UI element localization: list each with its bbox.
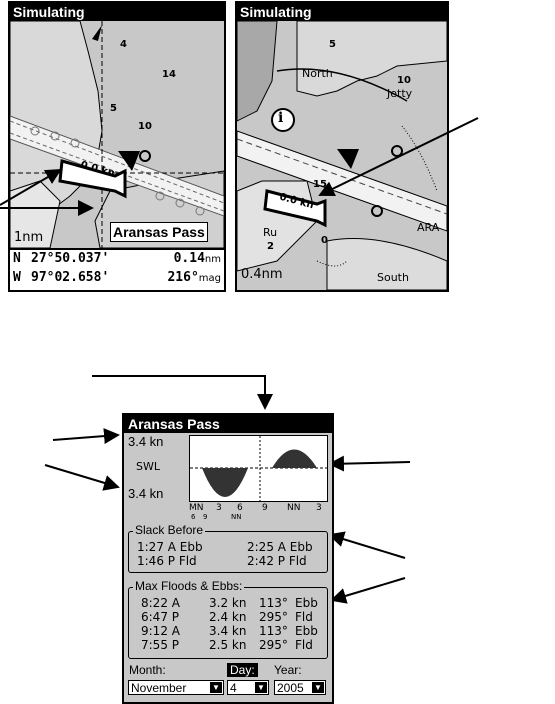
max-speed: 2.4 kn [209,610,247,624]
slack-row-1-left: 1:27 A Ebb [137,540,203,554]
tide-graph [189,435,328,502]
slack-row-2-right: 2:42 P Fld [247,554,307,568]
longitude-value: 97°02.658' [31,270,110,285]
label-ru: Ru [263,226,278,239]
max-time: 6:47 P [141,610,179,624]
day-value: 4 [230,681,237,695]
month-select[interactable]: November ▼ [128,680,224,695]
max-degrees: 113° [259,624,288,638]
right-map-depth-1: 5 [329,39,336,50]
left-map-screen: Simulating [8,1,226,292]
tick-nn: NN [287,503,301,513]
max-speed: 2.5 kn [209,638,247,652]
left-title-bar: Simulating [10,3,224,21]
left-position-readout: N 27°50.037' 0.14nm W 97°02.658' 216°mag [10,248,224,290]
time-axis: MN 3 6 9 NN 3 6 9 NN [189,503,329,525]
max-title: Max Floods & Ebbs: [133,579,245,593]
slack-row-1-right: 2:25 A Ebb [247,540,313,554]
lon-prefix: W [13,270,21,285]
year-select[interactable]: 2005 ▼ [274,680,326,695]
month-label: Month: [129,663,166,677]
tick-3pm: 3 [316,503,322,513]
subtick-6: 6 [191,513,196,521]
lat-prefix: N [13,251,21,266]
max-speed: 3.2 kn [209,596,247,610]
tick-6: 6 [237,503,243,513]
distance-value: 0.14 [173,251,205,266]
max-floods-group: Max Floods & Ebbs: 8:22 A 3.2 kn 113° Eb… [128,579,328,659]
right-map-depth-5: 0 [321,235,328,246]
max-speed: 3.4 kn [209,624,247,638]
table-row: 6:47 P 2.4 kn 295° Fld [129,610,327,624]
max-degrees: 113° [259,596,288,610]
right-map[interactable]: i 5 10 15 2 0 North Jetty Ru ARA South 0… [237,21,447,290]
day-label: Day: [227,663,258,677]
tick-mn: MN [189,503,204,513]
left-map-depth-2: 14 [162,69,176,80]
max-time: 8:22 A [141,596,180,610]
max-time: 7:55 P [141,638,179,652]
max-time: 9:12 A [141,624,180,638]
subtick-nn: NN [231,513,242,521]
chevron-down-icon[interactable]: ▼ [312,682,324,693]
chevron-down-icon[interactable]: ▼ [255,682,267,693]
max-direction: Fld [295,638,313,652]
chevron-down-icon[interactable]: ▼ [210,682,222,693]
slack-title: Slack Before [133,523,206,537]
right-map-screen: Simulating i 5 10 15 2 0 North Jetty [235,1,449,292]
slack-row-2-left: 1:46 P Fld [137,554,197,568]
max-direction: Ebb [295,596,318,610]
bottom-speed-label: 3.4 kn [128,486,164,501]
left-map-depth-3: 5 [110,103,117,114]
top-speed-label: 3.4 kn [128,434,164,449]
left-map-depth-4: 10 [138,121,152,132]
max-degrees: 295° [259,610,288,624]
max-direction: Ebb [295,624,318,638]
max-degrees: 295° [259,638,288,652]
table-row: 7:55 P 2.5 kn 295° Fld [129,638,327,652]
waypoint-label: Aransas Pass [110,222,208,242]
slack-before-group: Slack Before 1:27 A Ebb 2:25 A Ebb 1:46 … [128,523,328,573]
left-map-depth-1: 4 [120,39,127,50]
right-map-depth-4: 2 [267,241,274,252]
label-north: North [302,67,333,80]
label-ara: ARA [417,221,440,234]
right-map-depth-2: 10 [397,75,411,86]
subtick-9: 9 [203,513,208,521]
right-scale: 0.4nm [241,267,283,282]
tick-9: 9 [262,503,268,513]
distance-unit: nm [204,254,221,265]
bearing-unit: mag [198,273,221,284]
latitude-value: 27°50.037' [31,251,110,266]
year-label: Year: [274,663,302,677]
tide-current-panel: Aransas Pass 3.4 kn SWL 3.4 kn MN 3 6 9 … [122,413,334,704]
tide-title: Aransas Pass [124,415,332,433]
swl-label: SWL [136,460,160,473]
left-scale: 1nm [14,230,44,245]
info-icon[interactable]: i [278,110,284,126]
tick-3: 3 [216,503,222,513]
label-south: South [377,271,409,284]
right-map-depth-3: 15 [313,179,327,190]
bearing-value: 216° [167,270,199,285]
label-jetty: Jetty [387,87,413,100]
right-title-bar: Simulating [237,3,447,21]
year-value: 2005 [277,681,304,695]
month-value: November [131,681,187,695]
left-map[interactable]: 4 14 5 10 0.0 kn Aransas Pass 1nm [10,21,224,248]
max-direction: Fld [295,610,313,624]
table-row: 8:22 A 3.2 kn 113° Ebb [129,596,327,610]
day-select[interactable]: 4 ▼ [227,680,269,695]
table-row: 9:12 A 3.4 kn 113° Ebb [129,624,327,638]
